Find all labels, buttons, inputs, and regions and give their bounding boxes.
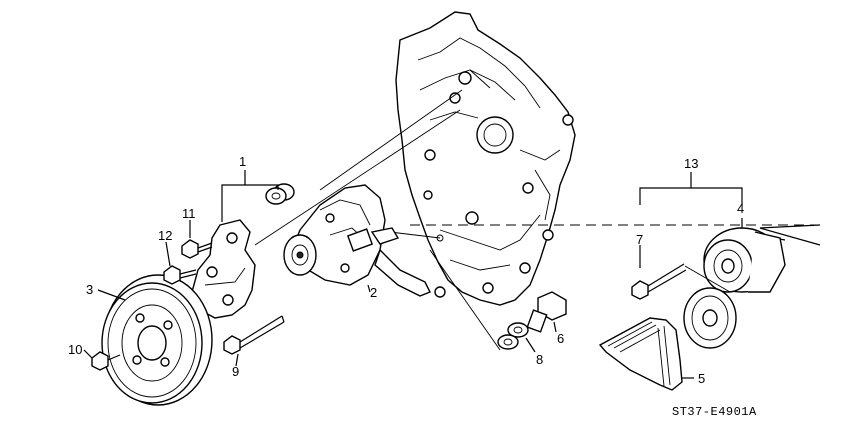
callout-6: 6 <box>557 331 564 346</box>
part-6-fitting <box>526 291 567 333</box>
part-4-tensioner <box>683 227 786 349</box>
part-8-washers <box>497 322 529 350</box>
part-9-bolt <box>223 315 285 355</box>
part-2-pump <box>283 184 431 297</box>
callout-13: 13 <box>684 156 698 171</box>
callout-3: 3 <box>86 282 93 297</box>
diagram-code: ST37-E4901A <box>672 405 757 419</box>
part-1-collar <box>265 183 295 205</box>
part-12-bolt <box>163 265 197 285</box>
callout-11: 11 <box>182 206 196 221</box>
callout-10: 10 <box>68 342 82 357</box>
callout-4: 4 <box>737 201 744 216</box>
leader-13 <box>639 187 743 205</box>
callout-5: 5 <box>698 371 705 386</box>
part-10-bolt <box>91 351 121 371</box>
part-5-belt <box>598 317 683 391</box>
callout-12: 12 <box>158 228 172 243</box>
leader-1 <box>221 184 279 196</box>
part-3-pulley <box>101 274 213 406</box>
callout-1: 1 <box>239 154 246 169</box>
part-1-bracket <box>191 219 256 319</box>
callout-8: 8 <box>536 352 543 367</box>
engine-block <box>395 11 576 306</box>
callout-7: 7 <box>636 232 643 247</box>
callout-9: 9 <box>232 364 239 379</box>
callout-2: 2 <box>370 285 377 300</box>
part-7-bolt <box>631 263 687 300</box>
part-11-bolt <box>181 239 213 259</box>
